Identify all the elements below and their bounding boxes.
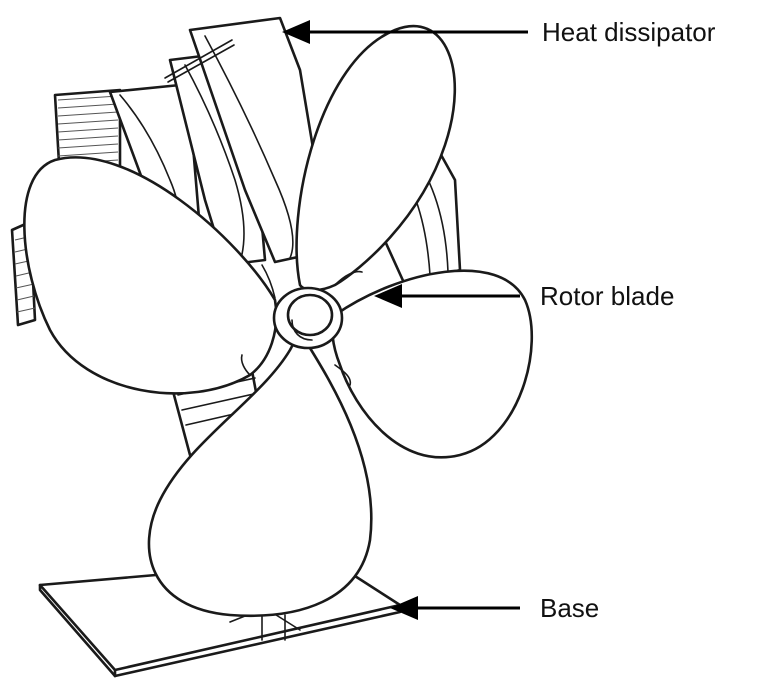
blade-bottom bbox=[147, 336, 373, 617]
label-base: Base bbox=[540, 593, 599, 623]
rotor-blades bbox=[23, 24, 533, 617]
arrow-base bbox=[390, 596, 520, 620]
arrow-rotor-blade bbox=[374, 284, 520, 308]
label-rotor-blade: Rotor blade bbox=[540, 281, 674, 311]
arrow-heat-dissipator bbox=[282, 20, 528, 44]
label-heat-dissipator: Heat dissipator bbox=[542, 17, 716, 47]
rotor-hub bbox=[272, 286, 344, 350]
blade-right bbox=[330, 269, 533, 459]
